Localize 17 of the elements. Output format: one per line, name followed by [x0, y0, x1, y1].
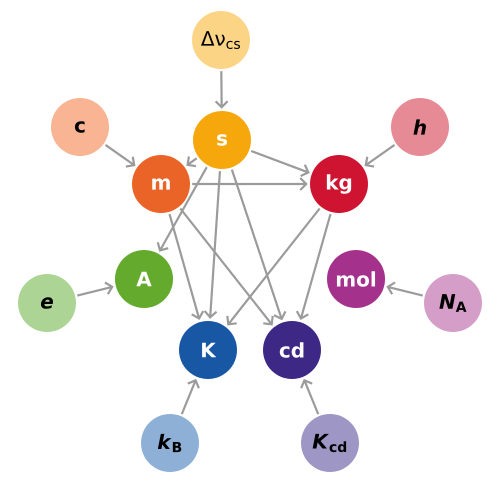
arrow — [386, 282, 423, 297]
arrow — [168, 214, 204, 320]
arrow — [192, 177, 308, 191]
arrow — [364, 144, 396, 168]
arrow — [186, 156, 198, 168]
arrow — [204, 171, 222, 319]
arrow — [104, 144, 136, 168]
arrow — [230, 169, 286, 320]
arrow — [226, 208, 321, 326]
arrow — [156, 166, 208, 252]
arrow — [296, 214, 332, 320]
arrow — [250, 150, 310, 177]
arrow — [180, 378, 200, 415]
arrow — [77, 282, 114, 297]
arrow — [179, 208, 274, 326]
arrow — [300, 378, 320, 415]
arrow — [214, 71, 228, 109]
